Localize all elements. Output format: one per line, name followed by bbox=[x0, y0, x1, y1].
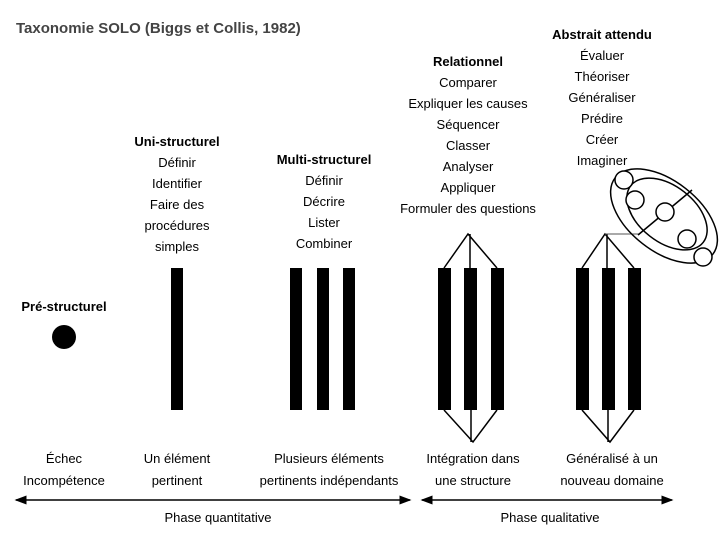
phase-qualitative-label: Phase qualitative bbox=[500, 510, 600, 525]
verb: Lister bbox=[308, 215, 340, 230]
verb: Évaluer bbox=[579, 48, 625, 63]
outcome-multistructural: Plusieurs éléments pertinents indépendan… bbox=[260, 448, 399, 492]
outcome-line: Intégration dans bbox=[426, 451, 520, 466]
verb: Théoriser bbox=[574, 69, 630, 84]
verb: Prédire bbox=[581, 111, 623, 126]
outcome-line: une structure bbox=[435, 473, 511, 488]
prestructural-dot bbox=[52, 325, 76, 349]
verb: Expliquer les causes bbox=[408, 96, 528, 111]
outcome-line: nouveau domaine bbox=[560, 473, 664, 488]
level-multistructural: Multi-structurel Définir Décrire Lister … bbox=[277, 149, 372, 254]
verb: Définir bbox=[305, 173, 343, 188]
verb: Formuler des questions bbox=[400, 201, 536, 216]
multistructural-bars bbox=[290, 268, 355, 410]
outcome-line: Un élément bbox=[143, 451, 211, 466]
verb: Faire des bbox=[149, 197, 205, 212]
verb: Analyser bbox=[442, 159, 494, 174]
outcome-unistructural: Un élément pertinent bbox=[144, 448, 210, 492]
verb: Identifier bbox=[152, 176, 202, 191]
outcome-line: Incompétence bbox=[23, 473, 105, 488]
outcome-line: pertinent bbox=[151, 473, 203, 488]
outcome-prestructural: Échec Incompétence bbox=[23, 448, 105, 492]
verb: Séquencer bbox=[436, 117, 500, 132]
verb: Imaginer bbox=[576, 153, 628, 168]
level-name: Multi-structurel bbox=[276, 152, 372, 167]
unistructural-bar bbox=[171, 268, 183, 410]
verb: Généraliser bbox=[568, 90, 636, 105]
relational-structure bbox=[438, 232, 504, 444]
level-extended-abstract: Abstrait attendu Évaluer Théoriser Génér… bbox=[552, 24, 652, 171]
verb: Créer bbox=[585, 132, 619, 147]
phase-quantitative-label: Phase quantitative bbox=[164, 510, 272, 525]
outcome-extended-abstract: Généralisé à un nouveau domaine bbox=[560, 448, 663, 492]
level-unistructural: Uni-structurel Définir Identifier Faire … bbox=[134, 131, 219, 257]
level-prestructural: Pré-structurel bbox=[21, 296, 106, 317]
outcome-relational: Intégration dans une structure bbox=[426, 448, 519, 492]
verb: Comparer bbox=[439, 75, 497, 90]
level-name: Abstrait attendu bbox=[552, 27, 652, 42]
outcome-line: Plusieurs éléments bbox=[274, 451, 384, 466]
verb: Appliquer bbox=[440, 180, 496, 195]
verb: simples bbox=[154, 239, 200, 254]
diagram-title: Taxonomie SOLO (Biggs et Collis, 1982) bbox=[16, 20, 301, 37]
verb: procédures bbox=[144, 218, 210, 233]
verb: Combiner bbox=[295, 236, 353, 251]
level-name: Uni-structurel bbox=[134, 134, 220, 149]
verb: Décrire bbox=[303, 194, 345, 209]
verb: Définir bbox=[158, 155, 196, 170]
outcome-line: Généralisé à un bbox=[566, 451, 658, 466]
level-name: Pré-structurel bbox=[21, 299, 107, 314]
verb: Classer bbox=[445, 138, 491, 153]
level-relational: Relationnel Comparer Expliquer les cause… bbox=[400, 51, 536, 219]
outcome-line: Échec bbox=[45, 451, 83, 466]
level-name: Relationnel bbox=[432, 54, 504, 69]
extended-abstract-structure bbox=[576, 168, 719, 444]
outcome-line: pertinents indépendants bbox=[259, 473, 399, 488]
